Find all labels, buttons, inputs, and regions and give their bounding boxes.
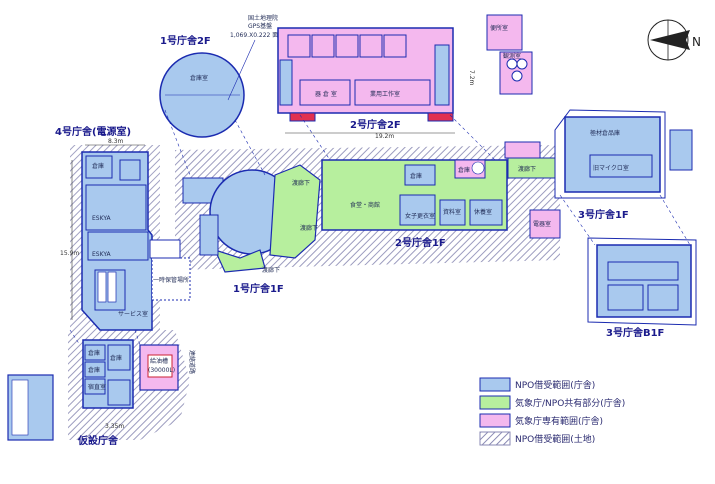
legend-swatch-shared — [479, 395, 511, 410]
building-3-b1f: 3号庁舎B1F — [587, 237, 697, 339]
corridor-label: 渡廊下 — [292, 179, 310, 187]
building-2-2f-label: 2号庁舎2F — [350, 118, 401, 131]
dimension: 7.2m — [468, 70, 475, 86]
building-1-2f-label: 1号庁舎2F — [160, 34, 211, 47]
building-3-1f: 極材倉品庫 旧マイクロ室 3号庁舎1F — [554, 109, 693, 221]
room-label: 電器室 — [533, 220, 551, 228]
building-1: 倉庫室 1号庁舎2F 1号庁舎1F — [149, 34, 321, 295]
room-label: 倉庫 — [88, 366, 100, 374]
legend: NPO借受範囲(庁舎) 気象庁/NPO共有部分(庁舎) 気象庁専有範囲(庁舎) … — [479, 377, 625, 446]
building-1-1f-label: 1号庁舎1F — [233, 282, 284, 295]
room-label: 一時保管場所 — [153, 276, 189, 284]
legend-label: 気象庁専有範囲(庁舎) — [515, 415, 603, 427]
compass-north-label: N — [692, 35, 701, 49]
building-2-1f: 食堂・商館 倉庫 資料室 休養室 倉庫 女子更衣室 2号庁舎1F — [321, 159, 508, 249]
room-label: 器 倉 室 — [315, 90, 337, 98]
annex-label: 仮設庁舎 — [77, 434, 119, 447]
legend-swatch-npo-building — [479, 377, 511, 392]
compass: N — [647, 19, 701, 61]
observation-hut: 便所室 観測室 — [486, 14, 533, 95]
building-2-2f: 器 倉 室 業用工作室 2号庁舎2F 19.2m 7.2m — [277, 27, 475, 140]
legend-label: NPO借受範囲(土地) — [515, 433, 595, 445]
note-line: 国土地理院 — [248, 14, 278, 22]
dimension: 15.9m — [60, 250, 79, 257]
building-3-1f-label: 3号庁舎1F — [578, 208, 629, 221]
note-line: GPS基盤 — [248, 22, 272, 30]
corridor-label: 渡廊下 — [262, 266, 280, 274]
building-4: 倉庫 ESKYA ESKYA 一時保管場所 サービス室 4号庁舎(電源室) 8.… — [55, 125, 191, 331]
electric-room: 電器室 — [529, 209, 561, 239]
annex-building: 倉庫 倉庫 宿直室 倉庫 給油槽 (30000L) 仮設庁舎 3.35m 連絡道… — [7, 339, 196, 447]
room-label: 旧マイクロ室 — [593, 164, 629, 172]
room-label: 宿直室 — [88, 383, 106, 391]
room-label: 食堂・商館 — [350, 201, 380, 209]
corridor-label: 渡廊下 — [300, 224, 318, 232]
room-label: 倉庫 — [110, 354, 122, 362]
tank-size: (30000L) — [148, 367, 175, 374]
corridors: 渡廊下 渡廊下 渡廊下 渡廊下 — [262, 141, 557, 274]
room-label: 極材倉品庫 — [590, 129, 620, 137]
dimension: 8.3m — [108, 138, 124, 145]
building-4-label: 4号庁舎(電源室) — [55, 125, 131, 138]
legend-label: NPO借受範囲(庁舎) — [515, 379, 595, 391]
room-label: 女子更衣室 — [405, 212, 435, 220]
legend-swatch-land — [479, 431, 511, 446]
room-label: 業用工作室 — [370, 90, 400, 98]
legend-label: 気象庁/NPO共有部分(庁舎) — [515, 397, 625, 409]
room-label: ESKYA — [92, 251, 112, 258]
building-3-b1f-label: 3号庁舎B1F — [606, 326, 664, 339]
room-label: 倉庫 — [458, 166, 470, 174]
dimension: 3.35m — [105, 423, 124, 430]
room-label: サービス室 — [118, 310, 148, 318]
dimension: 19.2m — [375, 133, 394, 140]
leader-lines — [69, 109, 691, 346]
room-label: 倉庫室 — [190, 74, 208, 82]
corridor-label: 渡廊下 — [518, 165, 536, 173]
room-label: 資料室 — [443, 208, 461, 216]
note-line: 1,069.X0.222 面 0.256㎡ — [230, 31, 303, 39]
room-label: 観測室 — [503, 52, 521, 60]
building-2-1f-label: 2号庁舎1F — [395, 236, 446, 249]
gps-note: 国土地理院 GPS基盤 1,069.X0.222 面 0.256㎡ — [227, 14, 303, 101]
room-label: ESKYA — [92, 215, 112, 222]
room-label: 倉庫 — [88, 349, 100, 357]
road-label: 連絡道路 — [188, 350, 196, 374]
room-label: 倉庫 — [92, 162, 104, 170]
room-label: 倉庫 — [410, 172, 422, 180]
legend-swatch-jma — [479, 413, 511, 428]
room-label: 給油槽 — [150, 357, 168, 365]
room-label: 休養室 — [474, 208, 492, 216]
room-label: 便所室 — [490, 24, 508, 32]
